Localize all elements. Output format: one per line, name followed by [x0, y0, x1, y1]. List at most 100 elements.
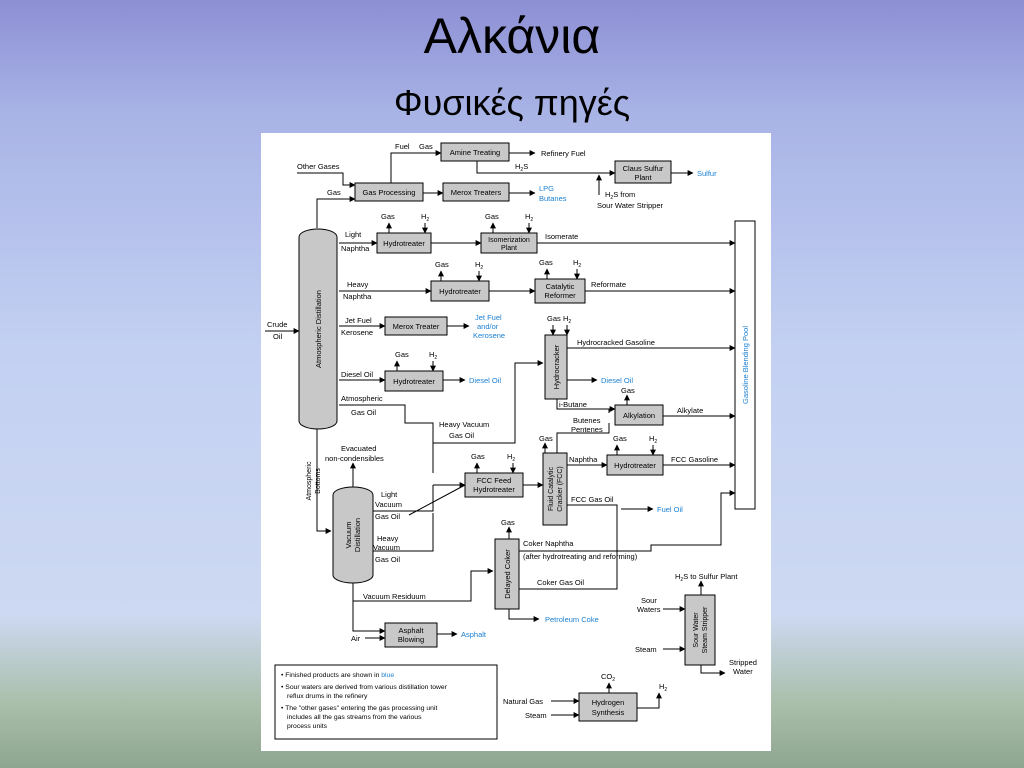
svg-text:H2: H2	[507, 452, 515, 463]
h2s-from-sub: 2	[610, 195, 613, 201]
svg-text:H2: H2	[475, 260, 483, 271]
hydrocracker-box	[544, 334, 568, 400]
butanes-product: Butanes	[539, 194, 567, 203]
naphtha-label-2: Naphtha	[343, 292, 372, 301]
alk-gas-label: Gas	[621, 386, 635, 395]
hydrogen-synthesis-box	[578, 692, 638, 722]
hc-gas-label: Gas	[547, 314, 561, 323]
jet-fuel-product-3: Kerosene	[473, 331, 505, 340]
hydrotreater-2-box	[430, 280, 490, 302]
fcc-gas-oil-label: FCC Gas Oil	[571, 495, 614, 504]
jet-fuel-product-2: and/or	[477, 322, 499, 331]
svg-text:• Finished products are shown: • Finished products are shown in blue	[281, 672, 394, 679]
fcc-label-1: Fluid Catalytic	[548, 467, 555, 511]
jet-fuel-label: Jet Fuel	[345, 316, 372, 325]
ht1-h2: H	[421, 212, 426, 221]
heavy-label: Heavy	[347, 280, 369, 289]
hv-gas-oil-label: Gas Oil	[449, 431, 474, 440]
amine-treating-box	[440, 142, 510, 162]
svg-text:H2S: H2S	[515, 162, 528, 173]
reformer-label-2: Reformer	[544, 291, 576, 300]
ht1-h2-sub: 2	[426, 217, 429, 223]
gasoline-blending-pool-box	[734, 220, 756, 510]
fuel-oil-product: Fuel Oil	[657, 505, 683, 514]
refinery-diagram-svg: Atmospheric Distillation Vacuum Distilla…	[265, 142, 757, 740]
petroleum-coke-line	[508, 609, 540, 622]
pentenes-label: Pentenes	[571, 425, 603, 434]
heavy-vacuum-label: Heavy Vacuum	[439, 420, 489, 429]
ht3-h2: H	[429, 350, 434, 359]
water-label: Water	[733, 667, 753, 676]
butenes-label: Butenes	[573, 416, 601, 425]
svg-text:H2: H2	[525, 212, 533, 223]
hvgo-fcc-line	[408, 484, 466, 516]
fcc-olefins-line	[556, 423, 610, 463]
refinery-flow-diagram: Atmospheric Distillation Vacuum Distilla…	[261, 133, 771, 751]
sws-h2s-sub: 2	[680, 577, 683, 583]
petroleum-coke-product: Petroleum Coke	[545, 615, 599, 624]
vacuum-distillation-label-2: Distillation	[353, 518, 362, 552]
h2s-sub: 2	[520, 167, 523, 173]
legend-line-3b: includes all the gas streams from the va…	[287, 714, 422, 721]
utility-arrows	[386, 222, 656, 474]
sour-water-stripper-label: Sour Water Stripper	[597, 201, 663, 210]
diesel-oil-label: Diesel Oil	[341, 370, 373, 379]
hydrotreater-3-label: Hydrotreater	[393, 377, 435, 386]
ht2-gas-label: Gas	[435, 260, 449, 269]
natural-gas-label: Natural Gas	[503, 697, 543, 706]
after-hydrotreating-label: (after hydrotreating and reforming)	[523, 552, 638, 561]
heavy-vacuum-label-2: Vacuum	[373, 543, 400, 552]
claus-sulfur-plant-box	[614, 160, 672, 184]
coker-gas-oil-label: Coker Gas Oil	[537, 578, 584, 587]
catalytic-reformer-box	[534, 278, 586, 304]
slide-title: Αλκάνια	[423, 8, 601, 64]
other-gases-line	[297, 172, 356, 188]
naphtha-label-1: Naphtha	[341, 244, 370, 253]
merox-treaters-box	[442, 182, 510, 202]
asphalt-feed-line	[352, 601, 386, 634]
other-gases-label: Other Gases	[297, 162, 340, 171]
non-condensibles-label: non-condensibles	[325, 454, 384, 463]
product-labels: Sulfur LPG Butanes Jet Fuel and/or Keros…	[461, 169, 717, 639]
ht4-h2: H	[649, 434, 654, 443]
ht1-gas-label: Gas	[381, 212, 395, 221]
ht4-gas-label: Gas	[613, 434, 627, 443]
coker-naphtha-line	[519, 490, 736, 552]
fcc-feed-label-2: Hydrotreater	[473, 485, 515, 494]
reformate-label: Reformate	[591, 280, 626, 289]
cr-h2: H	[573, 258, 578, 267]
co2-sub: 2	[612, 677, 615, 683]
asphalt-blowing-box	[384, 622, 438, 648]
hydrotreater-4-box	[606, 454, 664, 476]
fccht-gas-label: Gas	[471, 452, 485, 461]
svg-text:H2S to Sulfur Plant: H2S to Sulfur Plant	[675, 572, 738, 583]
air-label: Air	[351, 634, 361, 643]
merox-treater-label: Merox Treater	[393, 322, 440, 331]
vac-residuum-line	[352, 568, 494, 602]
isomerization-box	[480, 232, 538, 254]
asphalt-label-2: Blowing	[398, 635, 424, 644]
svg-text:H2: H2	[649, 434, 657, 445]
ht2-h2-sub: 2	[480, 265, 483, 271]
i-butane-label: i-Butane	[559, 400, 587, 409]
hc-h2-sub: 2	[568, 319, 571, 325]
sws-h2s-h: H	[675, 572, 680, 581]
fcc-box	[542, 452, 568, 526]
merox-treaters-label: Merox Treaters	[451, 188, 502, 197]
svg-text:H2: H2	[421, 212, 429, 223]
asphalt-label-1: Asphalt	[398, 626, 424, 635]
sulfur-product: Sulfur	[697, 169, 717, 178]
fccht-h2-sub: 2	[512, 457, 515, 463]
gas-processing-box	[354, 182, 424, 202]
sws-label-1: Sour Water	[693, 612, 700, 648]
coker-naphtha-label: Coker Naphtha	[523, 539, 574, 548]
delayed-coker-box	[494, 538, 520, 610]
flow-lines	[265, 150, 736, 718]
svg-text:H2: H2	[429, 350, 437, 361]
units: Atmospheric Distillation Vacuum Distilla…	[298, 142, 756, 722]
hydrotreater-2-label: Hydrotreater	[439, 287, 481, 296]
fuel-gas-label: Gas	[419, 142, 433, 151]
svg-text:H2: H2	[563, 314, 571, 325]
crude-label-1: Crude	[267, 320, 287, 329]
jet-fuel-product-1: Jet Fuel	[475, 313, 502, 322]
